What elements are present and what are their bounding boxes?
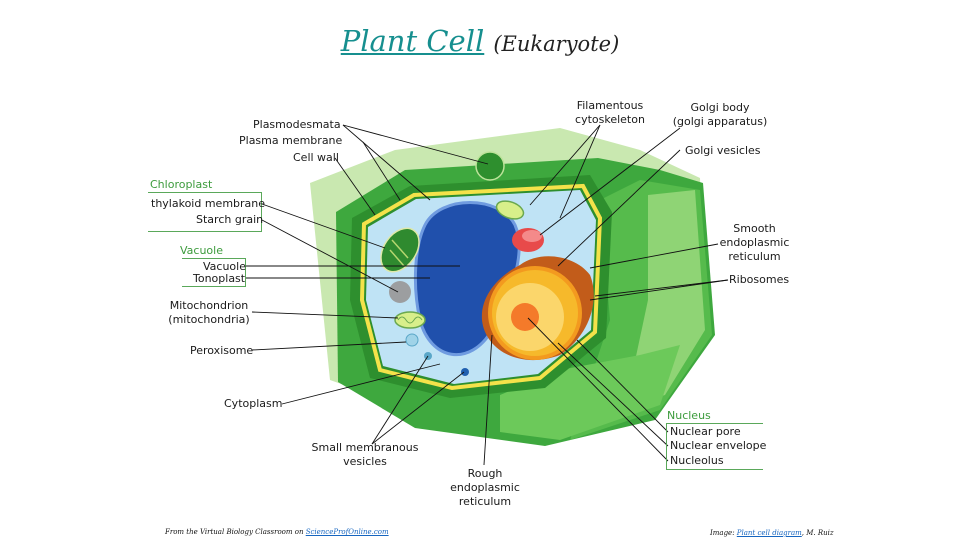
label-filamentous-cytoskeleton: Filamentous cytoskeleton: [565, 99, 655, 127]
label-filamentous-line1: Filamentous: [576, 99, 644, 112]
label-golgi-body-line2: (golgi apparatus): [672, 115, 768, 128]
title-main: Plant Cell: [340, 24, 485, 58]
label-rough-er: Rough endoplasmic reticulum: [440, 467, 530, 509]
label-thylakoid-membrane: thylakoid membrane: [151, 197, 266, 210]
mitochondrion-1: [394, 311, 426, 329]
footer-credit-left: From the Virtual Biology Classroom on Sc…: [165, 528, 389, 536]
chloroplast-bracket: [148, 192, 262, 232]
cell-wall-side-highlight: [625, 190, 705, 408]
label-golgi-body-line1: Golgi body: [690, 101, 750, 114]
label-ribosomes: Ribosomes: [729, 273, 790, 286]
label-peroxisome: Peroxisome: [190, 344, 254, 357]
label-smooth-er-line3: reticulum: [728, 250, 781, 263]
label-nuclear-envelope: Nuclear envelope: [670, 439, 767, 452]
label-tonoplast: Tonoplast: [193, 272, 246, 285]
mitochondrion-2: [495, 200, 525, 220]
footer-right-text: Image:: [710, 529, 737, 537]
label-cytoplasm: Cytoplasm: [224, 397, 283, 410]
footer-left-text: From the Virtual Biology Classroom on: [165, 528, 306, 536]
label-nucleus-group: Nucleus: [667, 409, 711, 422]
label-rough-er-line3: reticulum: [458, 495, 512, 508]
label-mitochondrion: Mitochondrion (mitochondria): [168, 299, 250, 327]
vacuole-bracket: [182, 258, 246, 287]
label-rough-er-line1: Rough: [467, 467, 503, 480]
peroxisome: [405, 333, 419, 347]
golgi-body: [512, 228, 544, 252]
label-mitochondrion-line2: (mitochondria): [168, 313, 250, 326]
nucleolus: [511, 303, 539, 331]
footer-right-author: , M. Ruiz: [801, 529, 834, 537]
small-vesicle-2: [461, 368, 469, 376]
label-starch-grain: Starch grain: [196, 213, 264, 226]
label-smooth-er: Smooth endoplasmic reticulum: [712, 222, 797, 264]
label-small-membranous-vesicles: Small membranous vesicles: [310, 441, 420, 469]
plasma-membrane: [359, 183, 603, 391]
starch-grain: [389, 281, 411, 303]
label-mitochondrion-line1: Mitochondrion: [169, 299, 249, 312]
leader-lines: [246, 124, 729, 466]
label-filamentous-line2: cytoskeleton: [575, 113, 645, 126]
label-golgi-vesicles: Golgi vesicles: [685, 144, 761, 157]
label-nucleolus: Nucleolus: [670, 454, 724, 467]
footer-right-link[interactable]: Plant cell diagram: [736, 529, 802, 537]
label-small-vesicles-line1: Small membranous: [311, 441, 419, 454]
footer-credit-right: Image: Plant cell diagram, M. Ruiz: [710, 529, 834, 537]
diagram-title: Plant Cell (Eukaryote): [0, 24, 960, 58]
plasmodesmata-pore: [475, 151, 505, 181]
label-rough-er-line2: endoplasmic: [450, 481, 520, 494]
nucleus-bracket: [666, 423, 763, 470]
label-plasma-membrane: Plasma membrane: [239, 134, 343, 147]
label-small-vesicles-line2: vesicles: [343, 455, 387, 468]
label-vacuole-group: Vacuole: [180, 244, 223, 257]
label-golgi-body: Golgi body (golgi apparatus): [670, 101, 770, 129]
label-smooth-er-line1: Smooth: [733, 222, 776, 235]
label-plasmodesmata: Plasmodesmata: [253, 118, 341, 131]
label-nuclear-pore: Nuclear pore: [670, 425, 741, 438]
chloroplast: [380, 227, 420, 273]
title-subtitle: (Eukaryote): [493, 32, 620, 56]
label-chloroplast-group: Chloroplast: [150, 178, 213, 191]
label-cell-wall: Cell wall: [293, 151, 339, 164]
label-vacuole: Vacuole: [203, 260, 246, 273]
footer-left-link[interactable]: ScienceProfOnline.com: [305, 528, 389, 536]
cell-wall-bottom-face: [500, 345, 680, 440]
label-smooth-er-line2: endoplasmic: [719, 236, 790, 249]
